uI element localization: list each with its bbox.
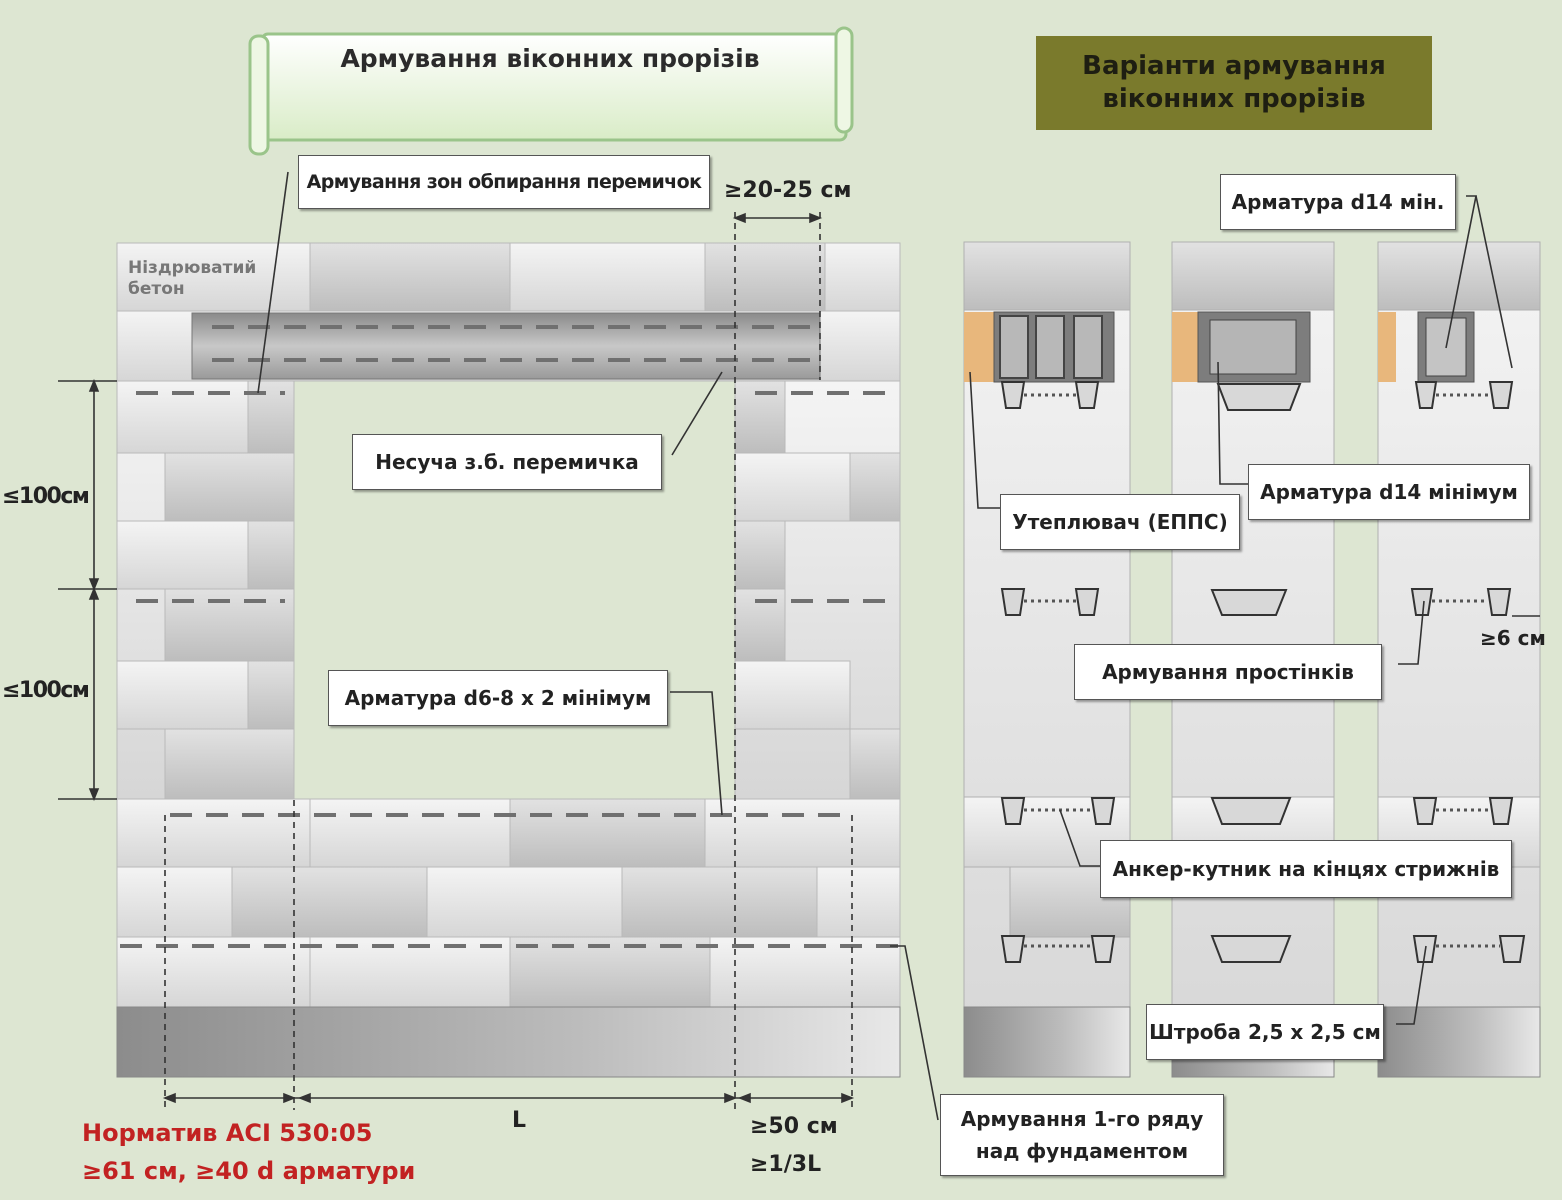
height-dimension-2: ≤100см (2, 678, 90, 703)
first-row-label: Армування 1-го ряду над фундаментом (940, 1094, 1224, 1176)
first-row-line2: над фундаментом (975, 1139, 1189, 1163)
dimension-guides (164, 212, 853, 1110)
extension-dimension-1: ≥50 см (750, 1114, 838, 1139)
rebar-d6-8-label: Арматура d6-8 x 2 мінімум (328, 670, 668, 726)
wall-rebars (1024, 393, 1500, 948)
bearing-dimension: ≥20-25 см (724, 178, 852, 203)
main-wall (116, 242, 901, 1078)
height-dimension-1: ≤100см (2, 484, 90, 509)
aci-norm-line2: ≥61 см, ≥40 d арматури (82, 1157, 416, 1185)
piers-label: Армування простінків (1074, 644, 1382, 700)
variants-title-box: Варіанти армування віконних прорізів (1036, 36, 1432, 130)
support-zones-label: Армування зон обпирання перемичок (298, 155, 710, 209)
variant-leaders (969, 195, 1540, 1025)
aci-norm-note: Норматив ACI 530:05 ≥61 см, ≥40 d армату… (82, 1114, 415, 1190)
rebar-cages (999, 315, 1103, 379)
first-row-line1: Армування 1-го ряду (960, 1107, 1204, 1131)
variants-title-line1: Варіанти армування (1082, 51, 1386, 81)
lintel-label: Несуча з.б. перемичка (352, 434, 662, 490)
anchor-angles (1000, 381, 1526, 963)
rebar-d14-min-label: Арматура d14 мін. (1220, 174, 1456, 230)
variants-title-line2: віконних прорізів (1102, 84, 1366, 114)
insulation-epps (964, 312, 994, 382)
edge-dimension: ≥6 см (1480, 626, 1546, 650)
material-label: Ніздрюватий бетон (128, 258, 256, 300)
insulation-label: Утеплювач (ЕППС) (1000, 494, 1240, 550)
span-dimension: L (512, 1108, 527, 1133)
page-title: Армування віконних прорізів (340, 44, 760, 73)
title-scroll (248, 26, 854, 156)
extension-dimension-2: ≥1/3L (750, 1152, 822, 1177)
material-line2: бетон (128, 279, 185, 299)
rebar-dashes (120, 325, 900, 948)
dimension-arrows (58, 212, 855, 1104)
anchor-label: Анкер-кутник на кінцях стрижнів (1100, 840, 1512, 898)
lintel-beam (191, 312, 821, 380)
aci-norm-line1: Норматив ACI 530:05 (82, 1119, 373, 1147)
material-line1: Ніздрюватий (128, 258, 257, 278)
rebar-d14-minimum-label: Арматура d14 мінімум (1248, 464, 1530, 520)
groove-label: Штроба 2,5 x 2,5 см (1146, 1004, 1384, 1060)
leader-lines (257, 171, 939, 1121)
